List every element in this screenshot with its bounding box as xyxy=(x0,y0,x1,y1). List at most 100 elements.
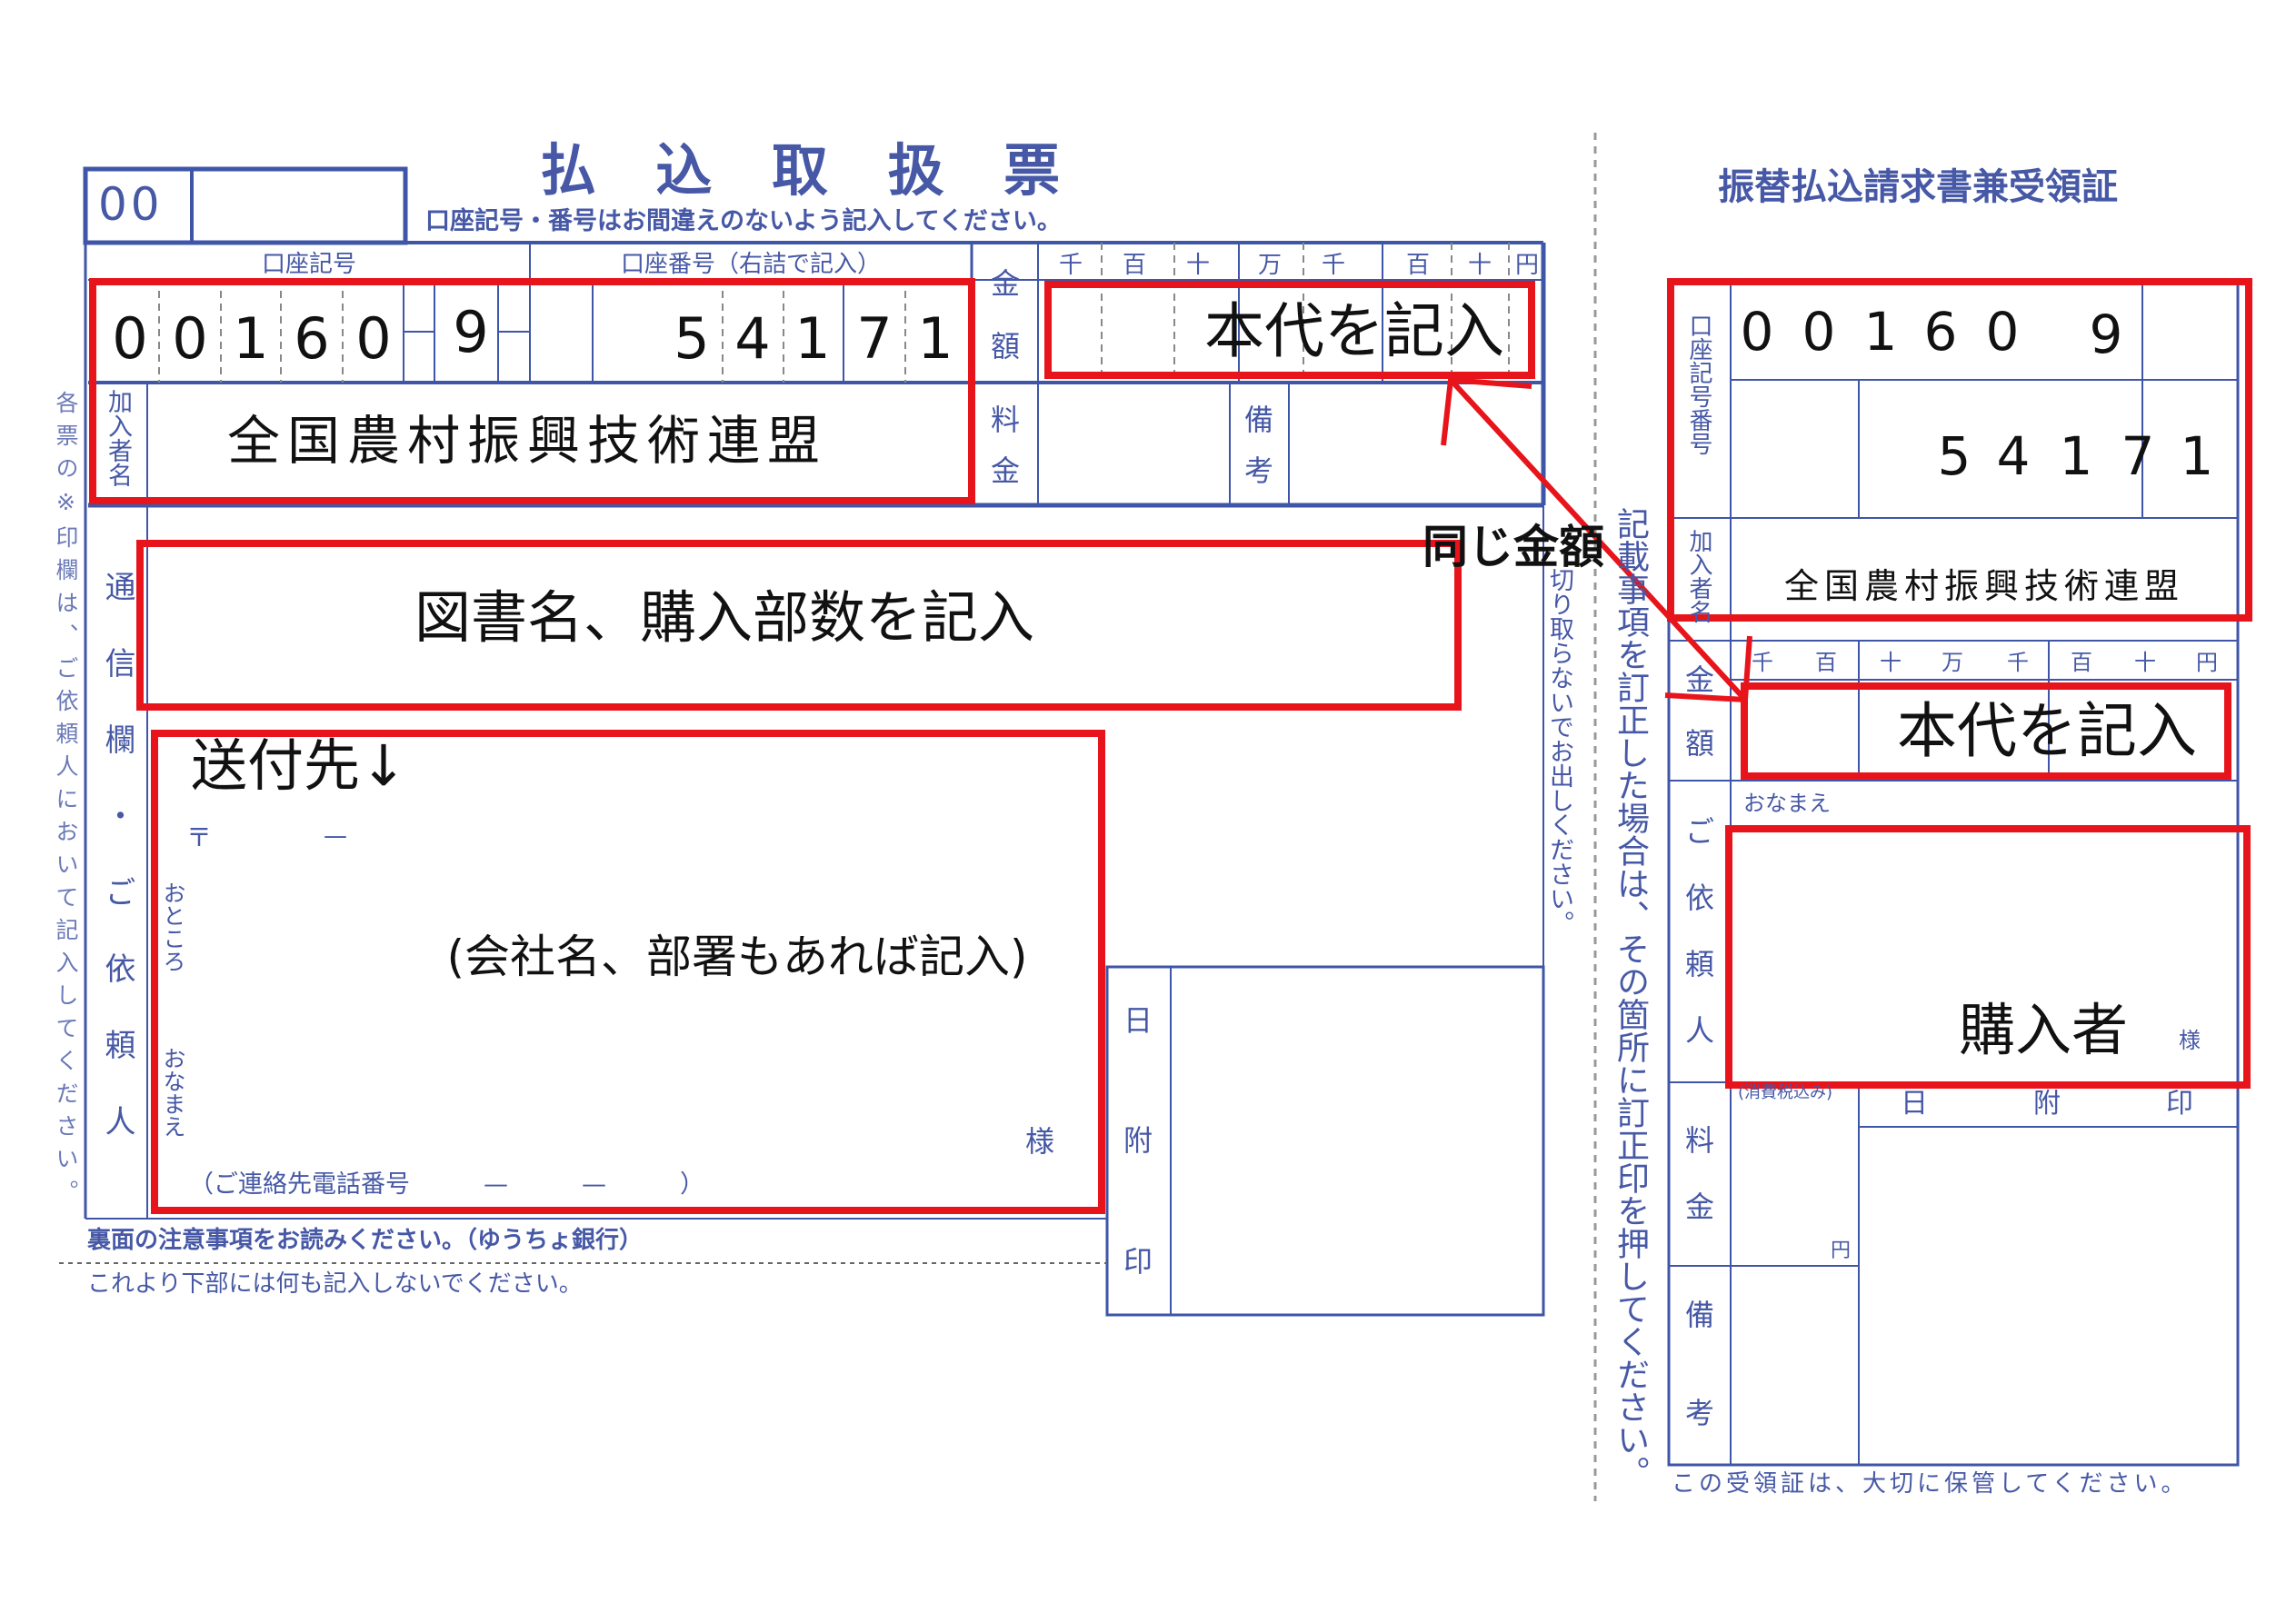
digit-header: 万 xyxy=(1257,252,1283,279)
right-fee-label-2: 金 xyxy=(1684,1190,1715,1224)
digit-header: 千 xyxy=(2007,650,2029,675)
yen-label: 円 xyxy=(1830,1240,1852,1262)
digit-header: 十 xyxy=(1185,252,1211,279)
right-subscriber-name: 全国農村振興技術連盟 xyxy=(1783,566,2185,606)
account-digit: 0 xyxy=(1802,301,1836,363)
tax-note: (消費税込み) xyxy=(1738,1083,1833,1102)
message-highlight xyxy=(136,540,1462,711)
account-digit: 6 xyxy=(294,305,330,372)
account-digit: 0 xyxy=(1985,301,2020,363)
amount-label-2: 額 xyxy=(990,329,1021,363)
right-date-label-2: 附 xyxy=(2033,1088,2061,1120)
check-digit: 9 xyxy=(2089,304,2123,365)
check-digit: 9 xyxy=(453,299,489,365)
digit-header: 百 xyxy=(1405,252,1431,279)
left-amount-note: 本代を記入 xyxy=(1204,296,1504,366)
account-digit: 1 xyxy=(794,305,831,372)
right-name-label: おなまえ xyxy=(1743,791,1831,816)
form-title: 払 込 取 扱 票 xyxy=(539,137,1081,204)
postal-mark: 〒 xyxy=(185,822,213,852)
right-honorific: 様 xyxy=(2179,1028,2201,1053)
right-amount-label-2: 額 xyxy=(1684,726,1715,761)
remarks-label-2: 考 xyxy=(1243,453,1274,488)
account-digit: 7 xyxy=(856,305,893,372)
requester-label-3: 頼 xyxy=(1684,947,1715,981)
account-digit: 1 xyxy=(2059,425,2093,487)
send-to-highlight xyxy=(151,730,1105,1214)
digit-header: 百 xyxy=(1122,252,1147,279)
left-amount-highlight xyxy=(1044,281,1535,379)
account-digit: 1 xyxy=(917,305,953,372)
footer-note-1: 裏面の注意事項をお読みください。（ゆうちょ銀行） xyxy=(87,1227,644,1254)
receipt-title: 振替払込請求書兼受領証 xyxy=(1718,166,2118,208)
amount-label-1: 金 xyxy=(990,266,1021,301)
code-box-value: 00 xyxy=(98,178,164,231)
digit-header: 円 xyxy=(1514,252,1540,279)
digit-header: 円 xyxy=(2196,650,2218,675)
right-account-label: 口座記号番号 xyxy=(1685,314,1712,455)
right-amount-highlight xyxy=(1741,682,2231,780)
side-note: 各票の※印欄は、ご依頼人において記入してください。 xyxy=(53,391,79,1212)
requester-label-4: 人 xyxy=(1684,1013,1715,1048)
digit-header: 十 xyxy=(1467,252,1492,279)
account-digit: 1 xyxy=(1863,301,1898,363)
right-account-highlight xyxy=(1667,278,2252,622)
account-digit: 0 xyxy=(355,305,392,372)
fee-label-1: 料 xyxy=(990,403,1021,437)
account-digit: 7 xyxy=(2121,425,2155,487)
postal-dash: — xyxy=(324,822,347,850)
digit-header: 千 xyxy=(1058,252,1083,279)
date-label-3: 印 xyxy=(1123,1244,1153,1279)
account-digit: 4 xyxy=(734,305,771,372)
right-amount-note: 本代を記入 xyxy=(1897,696,2197,766)
digit-header: 十 xyxy=(1880,650,1902,675)
requester-label-1: ご xyxy=(1684,814,1715,849)
address-label: おところ xyxy=(160,881,186,972)
account-digit: 1 xyxy=(233,305,269,372)
message-label: 通信欄・ご依頼人 xyxy=(99,571,135,1181)
date-label-2: 附 xyxy=(1123,1123,1153,1158)
correction-note: 記載事項を訂正した場合は、その箇所に訂正印を押してください。 xyxy=(1612,507,1649,1489)
requester-label-2: 依 xyxy=(1684,881,1715,915)
account-digit: 0 xyxy=(1740,301,1774,363)
digit-header: 千 xyxy=(1321,252,1346,279)
digit-header: 万 xyxy=(1942,650,1963,675)
purchaser-highlight xyxy=(1725,825,2251,1089)
company-note: (会社名、部署もあれば記入) xyxy=(446,931,1028,983)
honorific: 様 xyxy=(1024,1124,1055,1159)
fee-label-2: 金 xyxy=(990,453,1021,488)
receipt-footer-note: この受領証は、大切に保管してください。 xyxy=(1672,1470,2189,1498)
account-symbol-header: 口座記号 xyxy=(261,251,357,278)
account-digit: 6 xyxy=(1923,301,1958,363)
account-digit: 4 xyxy=(1996,425,2031,487)
left-subscriber-name: 全国農村振興技術連盟 xyxy=(227,410,828,472)
send-to-note: 送付先↓ xyxy=(191,732,407,799)
digit-header: 十 xyxy=(2134,650,2156,675)
account-digit: 0 xyxy=(112,305,148,372)
digit-header: 百 xyxy=(2071,650,2092,675)
same-amount-arrow xyxy=(1448,377,1748,702)
right-fee-label-1: 料 xyxy=(1684,1123,1715,1158)
account-digit: 5 xyxy=(674,305,710,372)
right-amount-label-1: 金 xyxy=(1684,662,1715,697)
right-remarks-label-1: 備 xyxy=(1684,1298,1715,1332)
purchaser-name: 購入者 xyxy=(1958,997,2129,1063)
right-date-label-3: 印 xyxy=(2166,1088,2193,1120)
right-remarks-label-2: 考 xyxy=(1684,1396,1715,1430)
remarks-label-1: 備 xyxy=(1243,403,1274,437)
account-digit: 1 xyxy=(2180,425,2214,487)
digit-header: 千 xyxy=(1752,650,1773,675)
name-label: おなまえ xyxy=(160,1047,186,1138)
annotation-marks xyxy=(89,278,2252,1214)
account-digit: 5 xyxy=(1937,425,1972,487)
digit-header: 百 xyxy=(1815,650,1837,675)
account-digit: 0 xyxy=(172,305,208,372)
cut-note: 切り取らないでお出しください。 xyxy=(1545,567,1573,935)
date-label-1: 日 xyxy=(1123,1003,1153,1038)
left-account-highlight xyxy=(89,278,975,504)
footer-note-2: これより下部には何も記入しないでください。 xyxy=(87,1270,583,1298)
message-note: 図書名、購入部数を記入 xyxy=(414,584,1035,651)
same-amount-label: 同じ金額 xyxy=(1423,521,1604,573)
right-subscriber-label: 加入者名 xyxy=(1685,529,1712,623)
